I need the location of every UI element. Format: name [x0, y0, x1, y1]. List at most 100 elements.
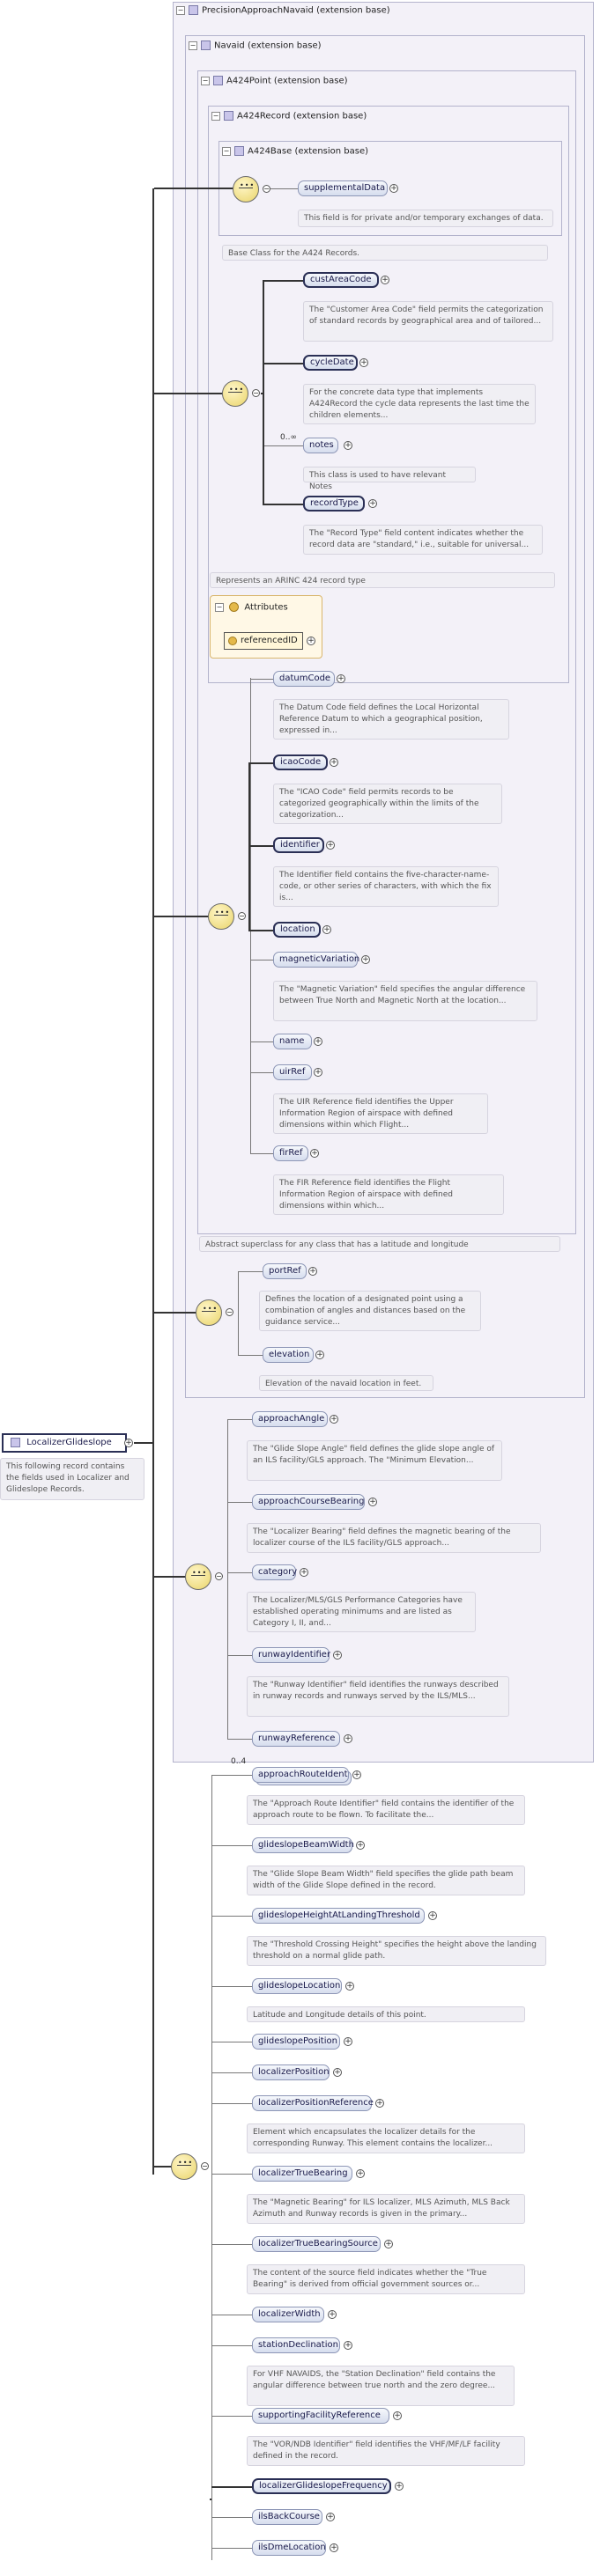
collapse-icon[interactable]: −	[189, 40, 197, 50]
expand-icon[interactable]: +	[314, 1068, 322, 1077]
expand-icon[interactable]: +	[333, 1651, 342, 1660]
expand-icon[interactable]: +	[308, 1267, 317, 1276]
expand-icon[interactable]: +	[359, 358, 368, 367]
expand-icon[interactable]: +	[333, 2068, 342, 2077]
magnetic-variation-element[interactable]: magneticVariation	[273, 952, 359, 968]
expand-icon[interactable]: +	[326, 841, 335, 850]
expand-icon[interactable]: +	[356, 2169, 365, 2178]
own-item-supporting-facility-reference-element[interactable]: supportingFacilityReference	[252, 2408, 389, 2424]
expand-icon[interactable]: +	[337, 674, 345, 683]
collapse-icon[interactable]: −	[222, 146, 231, 156]
own-item-ils-back-course-element[interactable]: ilsBackCourse	[252, 2509, 322, 2525]
expand-icon[interactable]: +	[310, 1149, 319, 1158]
expand-icon[interactable]: +	[344, 2341, 352, 2350]
approach-course-bearing-doc: The "Localizer Bearing" field defines th…	[247, 1523, 541, 1553]
own-item-localizer-position-element[interactable]: localizerPosition	[252, 2064, 330, 2080]
port-ref-element[interactable]: portRef	[263, 1263, 307, 1279]
collapse-icon[interactable]: −	[252, 389, 260, 397]
expand-icon[interactable]: +	[124, 1439, 133, 1447]
expand-icon[interactable]: +	[315, 1351, 324, 1359]
expand-icon[interactable]: +	[368, 499, 377, 508]
uir-ref-element[interactable]: uirRef	[273, 1064, 312, 1080]
sequence-icon	[208, 903, 234, 930]
expand-icon[interactable]: +	[330, 758, 338, 767]
own-item-glideslope-height-at-landing-threshold-element[interactable]: glideslopeHeightAtLandingThreshold	[252, 1908, 425, 1924]
expand-icon[interactable]: +	[389, 184, 398, 193]
expand-icon[interactable]: +	[344, 441, 352, 450]
connector-line	[238, 1271, 263, 1272]
expand-icon[interactable]: +	[381, 276, 389, 284]
expand-icon[interactable]: +	[330, 2543, 338, 2552]
own-item-localizer-width-element[interactable]: localizerWidth	[252, 2307, 324, 2322]
a424base-header[interactable]: −A424Base (extension base)	[222, 146, 369, 157]
collapse-icon[interactable]: −	[263, 185, 270, 193]
connector-line	[154, 2166, 172, 2168]
expand-icon[interactable]: +	[356, 1841, 365, 1850]
elevation-element[interactable]: elevation	[263, 1347, 314, 1363]
connector-line	[263, 280, 303, 282]
expand-icon[interactable]: +	[361, 955, 370, 964]
connector-line	[211, 1845, 252, 1846]
expand-icon[interactable]: +	[368, 1498, 377, 1506]
own-item-station-declination-element[interactable]: stationDeclination	[252, 2337, 340, 2353]
expand-icon[interactable]: +	[322, 925, 331, 934]
collapse-icon[interactable]: −	[211, 111, 220, 121]
collapse-icon[interactable]: −	[226, 1308, 233, 1316]
cycle-date-element[interactable]: cycleDate	[303, 355, 358, 371]
expand-icon[interactable]: +	[307, 637, 315, 645]
category-element[interactable]: category	[252, 1564, 297, 1580]
collapse-icon[interactable]: −	[215, 1572, 223, 1580]
expand-icon[interactable]: +	[384, 2240, 393, 2248]
identifier-element[interactable]: identifier	[273, 837, 324, 853]
collapse-icon[interactable]: −	[176, 5, 185, 15]
referenced-id-attribute[interactable]: referencedID	[224, 632, 303, 650]
own-item-localizer-true-bearing-element[interactable]: localizerTrueBearing	[252, 2166, 352, 2182]
runway-identifier-element[interactable]: runwayIdentifier	[252, 1647, 330, 1663]
a424record-header[interactable]: −A424Record (extension base)	[211, 111, 367, 121]
collapse-icon[interactable]: −	[201, 2162, 209, 2170]
datum-code-element[interactable]: datumCode	[273, 671, 335, 687]
approach-course-bearing-element[interactable]: approachCourseBearing	[252, 1494, 365, 1510]
expand-icon[interactable]: +	[330, 1415, 338, 1424]
precision-approach-navaid-header[interactable]: −PrecisionApproachNavaid (extension base…	[176, 5, 390, 16]
location-element[interactable]: location	[273, 922, 321, 938]
expand-icon[interactable]: +	[314, 1037, 322, 1046]
attributes-header[interactable]: − Attributes	[215, 602, 288, 613]
collapse-icon[interactable]: −	[238, 912, 246, 920]
expand-icon[interactable]: +	[428, 1911, 437, 1920]
fir-ref-element[interactable]: firRef	[273, 1145, 308, 1161]
own-item-glideslope-location-element[interactable]: glideslopeLocation	[252, 1978, 342, 1994]
navaid-header[interactable]: −Navaid (extension base)	[189, 40, 322, 51]
runway-reference-element[interactable]: runwayReference	[252, 1731, 340, 1747]
expand-icon[interactable]: +	[345, 1982, 354, 1991]
expand-icon[interactable]: +	[326, 2513, 335, 2521]
cust-area-code-element[interactable]: custAreaCode	[303, 272, 379, 288]
collapse-icon[interactable]: −	[215, 602, 224, 612]
expand-icon[interactable]: +	[344, 2037, 352, 2046]
own-item-approach-route-ident-element[interactable]: approachRouteIdent	[252, 1767, 352, 1785]
own-item-localizer-position-reference-element[interactable]: localizerPositionReference	[252, 2095, 374, 2111]
complex-type-icon	[224, 111, 233, 121]
notes-element[interactable]: notes	[303, 438, 341, 456]
name-element[interactable]: name	[273, 1034, 312, 1049]
expand-icon[interactable]: +	[393, 2411, 402, 2420]
expand-icon[interactable]: +	[344, 1734, 352, 1743]
record-type-element[interactable]: recordType	[303, 496, 365, 512]
connector-line	[248, 930, 273, 931]
expand-icon[interactable]: +	[300, 1568, 308, 1577]
a424point-header[interactable]: −A424Point (extension base)	[201, 76, 348, 86]
approach-angle-element[interactable]: approachAngle	[252, 1411, 328, 1427]
expand-icon[interactable]: +	[352, 1770, 361, 1779]
expand-icon[interactable]: +	[328, 2310, 337, 2319]
root-element[interactable]: LocalizerGlideslope	[2, 1433, 127, 1453]
supplemental-data-element[interactable]: supplementalData	[298, 180, 388, 196]
own-item-ils-dme-location-element[interactable]: ilsDmeLocation	[252, 2540, 326, 2556]
icao-code-element[interactable]: icaoCode	[273, 754, 328, 770]
own-item-glideslope-position-element[interactable]: glideslopePosition	[252, 2034, 340, 2050]
collapse-icon[interactable]: −	[201, 76, 210, 85]
own-item-glideslope-beam-width-element[interactable]: glideslopeBeamWidth	[252, 1837, 354, 1853]
expand-icon[interactable]: +	[375, 2099, 384, 2108]
expand-icon[interactable]: +	[395, 2482, 404, 2491]
own-item-localizer-true-bearing-source-element[interactable]: localizerTrueBearingSource	[252, 2236, 381, 2252]
own-item-localizer-glideslope-frequency-element[interactable]: localizerGlideslopeFrequency	[252, 2478, 391, 2494]
